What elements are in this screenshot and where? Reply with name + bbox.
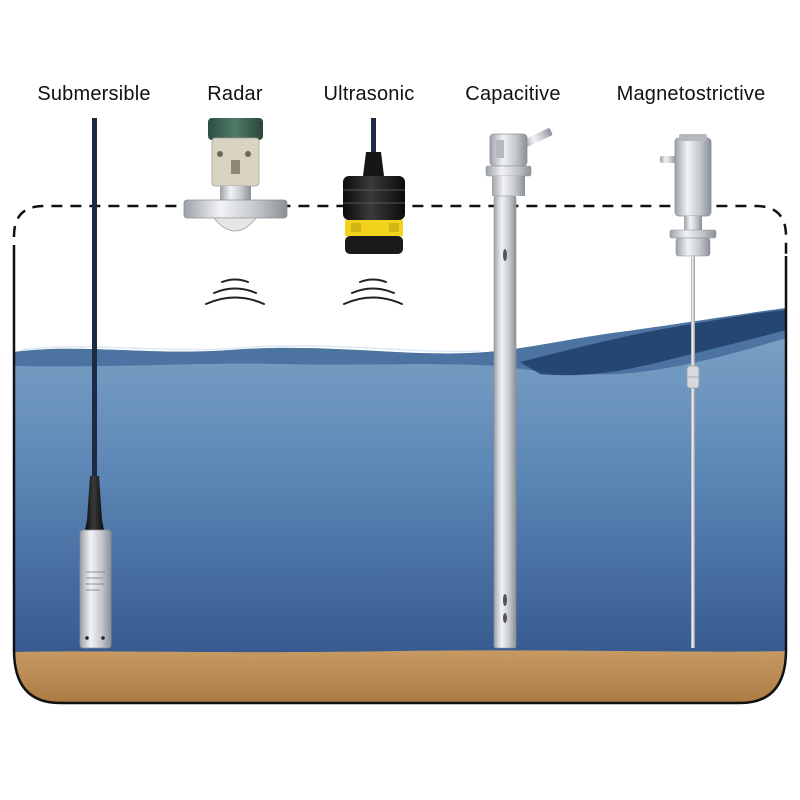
submersible-cable — [92, 118, 97, 482]
label-submersible: Submersible — [37, 83, 151, 105]
label-ultrasonic: Ultrasonic — [323, 83, 415, 105]
ultrasonic-signal-waves — [343, 278, 403, 305]
radar-antenna-dome — [213, 217, 257, 232]
water-highlight — [19, 345, 481, 353]
water-body — [14, 308, 786, 700]
ultrasonic-cable — [371, 118, 376, 154]
ultrasonic-housing — [343, 176, 405, 220]
magnetostrictive-sensor — [660, 134, 717, 648]
capacitive-connector — [522, 128, 553, 147]
tank-outline — [12, 256, 788, 705]
capacitive-sensor — [485, 128, 553, 649]
submersible-sensor — [79, 118, 112, 649]
radar-head-cap — [208, 118, 263, 140]
capacitive-head — [489, 133, 528, 167]
radar-flange — [183, 199, 288, 219]
label-magnetostrictive: Magnetostrictive — [616, 83, 766, 105]
capacitive-probe-rod — [493, 195, 517, 649]
ultrasonic-sensor — [343, 118, 405, 305]
label-capacitive: Capacitive — [465, 83, 561, 105]
submersible-probe-body — [79, 529, 112, 649]
magnetostrictive-probe-rod — [691, 256, 695, 648]
water — [14, 308, 786, 703]
magnetostrictive-head — [674, 137, 712, 217]
radar-sensor — [183, 118, 288, 305]
magnetostrictive-flange — [669, 229, 717, 239]
sediment-floor — [14, 650, 786, 703]
submersible-strain-relief — [85, 476, 104, 530]
radar-signal-waves — [205, 278, 265, 305]
water-surface-wave-dark — [520, 310, 786, 376]
radar-neck — [220, 186, 251, 200]
label-radar: Radar — [207, 83, 263, 105]
